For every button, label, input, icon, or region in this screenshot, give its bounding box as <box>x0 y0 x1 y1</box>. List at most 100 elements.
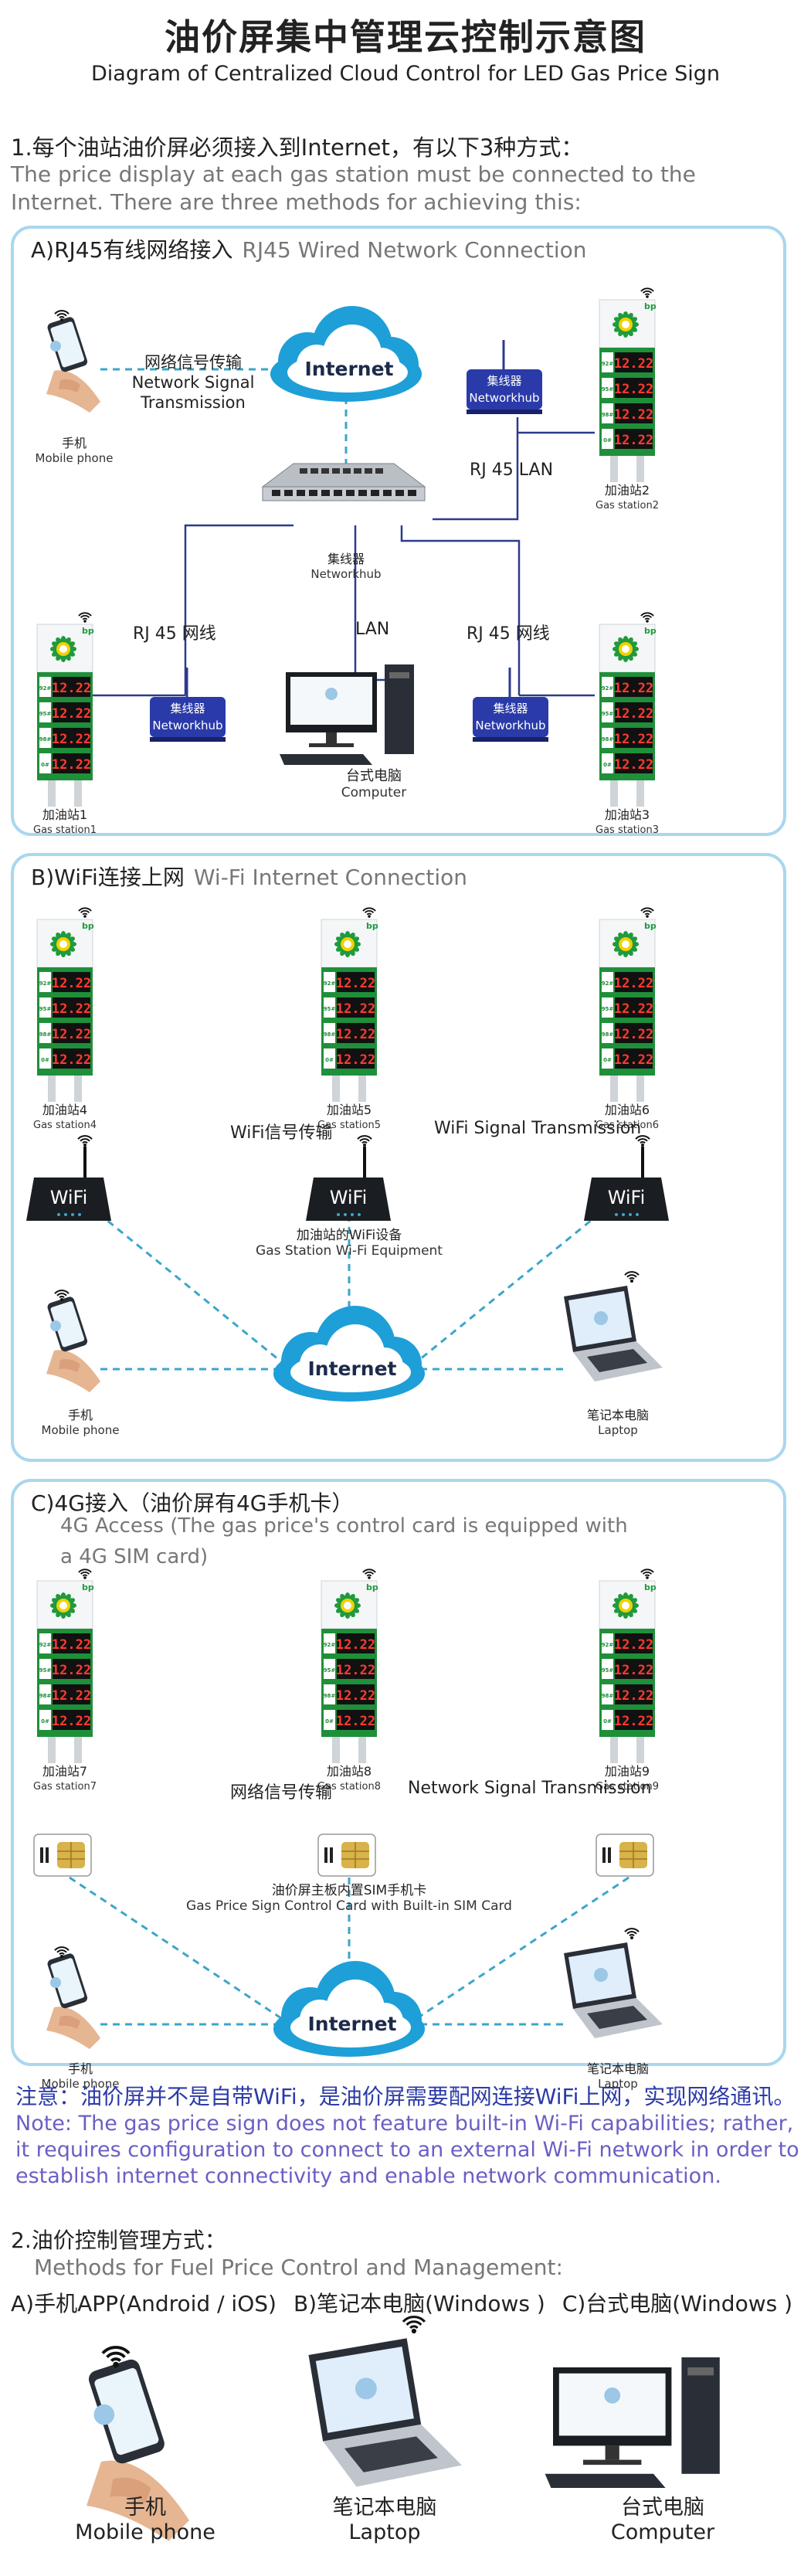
gas-price-sign-3: bp92#12.2295#12.2298#12.220#12.22加油站3Gas… <box>596 612 659 836</box>
rj45-lan-label: RJ 45 LAN <box>470 460 554 480</box>
switch-hub3-cable <box>400 525 521 695</box>
svg-text:bp: bp <box>644 626 657 636</box>
panel-a <box>11 226 786 836</box>
wifi-signal-en-label: WiFi Signal Transmission <box>434 1119 642 1138</box>
wifi-signal-cn-label: WiFi信号传输 <box>230 1123 333 1143</box>
gas-price-sign-4: bp92#12.2295#12.2298#12.220#12.22加油站4Gas… <box>33 907 97 1131</box>
svg-text:12.22: 12.22 <box>614 732 653 747</box>
svg-text:12.22: 12.22 <box>614 356 653 372</box>
svg-text:bp: bp <box>82 921 94 931</box>
svg-text:95#: 95# <box>602 1667 614 1674</box>
note-cn: 注意：油价屏并不是自带WiFi，是油价屏需要配网连接WiFi上网，实现网络通讯。 <box>15 2084 796 2109</box>
svg-text:12.22: 12.22 <box>614 382 653 397</box>
gas-station-name-1: 加油站1 <box>42 807 87 822</box>
wifi-router-icon-5: WiFi <box>306 1135 391 1221</box>
gas-station-name-9: 加油站9 <box>605 1764 650 1779</box>
svg-text:92#: 92# <box>324 980 336 987</box>
gas-station-name-7: 加油站7 <box>42 1764 87 1779</box>
wifi-router-label-6: WiFi <box>608 1187 646 1208</box>
sim-card-icon-9 <box>596 1833 654 1877</box>
internet-label-c: Internet <box>307 2013 396 2035</box>
svg-text:12.22: 12.22 <box>614 407 653 423</box>
svg-text:12.22: 12.22 <box>52 1714 91 1729</box>
gas-station-name-8: 加油站8 <box>327 1764 372 1779</box>
svg-text:12.22: 12.22 <box>52 706 91 722</box>
internet-label-b: Internet <box>307 1358 396 1380</box>
svg-text:12.22: 12.22 <box>52 1663 91 1678</box>
svg-text:12.22: 12.22 <box>52 1637 91 1653</box>
method-a: A)手机APP(Android / iOS) <box>11 2291 277 2316</box>
gas-station-name-3: 加油站3 <box>605 807 650 822</box>
wifi-router-label-4: WiFi <box>50 1187 88 1208</box>
svg-text:0#: 0# <box>325 1718 334 1725</box>
svg-text:95#: 95# <box>324 1667 336 1674</box>
svg-text:98#: 98# <box>602 1031 614 1038</box>
svg-text:0#: 0# <box>603 1057 612 1063</box>
panel-c-title-en-2: a 4G SIM card) <box>60 1545 209 1568</box>
svg-text:12.22: 12.22 <box>336 1663 375 1678</box>
svg-text:12.22: 12.22 <box>614 1714 653 1729</box>
gas-station-en-3: Gas station3 <box>596 824 659 836</box>
sim-card-icon-7 <box>33 1833 92 1877</box>
svg-text:95#: 95# <box>39 1006 52 1012</box>
svg-text:12.22: 12.22 <box>336 1052 375 1068</box>
svg-text:12.22: 12.22 <box>614 1001 653 1017</box>
svg-text:12.22: 12.22 <box>52 1052 91 1068</box>
method-b: B)笔记本电脑(Windows ) <box>293 2291 545 2316</box>
main-switch-icon <box>261 463 426 501</box>
internet-cloud-icon-c: Internet <box>273 1961 425 2057</box>
hub-en-label-2: Networkhub <box>469 391 539 405</box>
sim-card-icon-8 <box>317 1833 376 1877</box>
svg-text:12.22: 12.22 <box>614 433 653 448</box>
gas-station-name-6: 加油站6 <box>605 1103 650 1117</box>
rj45-left-label: RJ 45 网线 <box>133 624 216 644</box>
svg-text:12.22: 12.22 <box>336 1714 375 1729</box>
laptop-icon-b <box>564 1271 663 1381</box>
panel-c-signal-en-label: Network Signal Transmission <box>408 1779 652 1798</box>
svg-text:12.22: 12.22 <box>52 1001 91 1017</box>
svg-text:0#: 0# <box>603 1718 612 1725</box>
svg-text:92#: 92# <box>602 980 614 987</box>
intro-en: The price display at each gas station mu… <box>11 161 696 215</box>
svg-text:12.22: 12.22 <box>614 1637 653 1653</box>
mobile-phone-icon-bottom <box>86 2346 189 2541</box>
svg-text:12.22: 12.22 <box>336 976 375 991</box>
svg-text:12.22: 12.22 <box>52 1027 91 1042</box>
page-subtitle: Diagram of Centralized Cloud Control for… <box>91 62 720 86</box>
hub-en-label-1: Networkhub <box>152 719 222 732</box>
hub-cn-label-1: 集线器 <box>170 702 205 715</box>
mobile-phone-icon-a <box>46 310 100 413</box>
gas-price-sign-8: bp92#12.2295#12.2298#12.220#12.22加油站8Gas… <box>317 1568 381 1793</box>
gas-station-en-9: Gas station9 <box>596 1781 659 1793</box>
svg-text:92#: 92# <box>324 1642 336 1648</box>
svg-text:98#: 98# <box>602 412 614 418</box>
internet-cloud-icon-a: Internet <box>270 306 422 402</box>
gas-price-sign-7: bp92#12.2295#12.2298#12.220#12.22加油站7Gas… <box>33 1568 97 1793</box>
svg-text:0#: 0# <box>603 762 612 768</box>
methods-cn: 2.油价控制管理方式： <box>11 2228 226 2253</box>
svg-text:0#: 0# <box>41 1057 49 1063</box>
lan-label: LAN <box>355 620 390 639</box>
svg-text:12.22: 12.22 <box>614 1663 653 1678</box>
svg-text:12.22: 12.22 <box>336 1688 375 1704</box>
hub-cn-label-2: 集线器 <box>487 374 521 388</box>
svg-text:12.22: 12.22 <box>614 976 653 991</box>
svg-text:98#: 98# <box>324 1031 336 1038</box>
svg-text:12.22: 12.22 <box>336 1027 375 1042</box>
panel-c-title-en-1: 4G Access (The gas price's control card … <box>60 1514 628 1538</box>
svg-text:bp: bp <box>366 921 378 931</box>
svg-text:98#: 98# <box>39 1693 52 1699</box>
networkhub-icon-1: 集线器 Networkhub <box>150 668 226 742</box>
mobile-phone-icon-c <box>46 1946 100 2049</box>
svg-text:92#: 92# <box>602 361 614 367</box>
panel-b <box>11 853 786 1462</box>
svg-text:0#: 0# <box>325 1057 334 1063</box>
panel-c <box>11 1479 786 2066</box>
router4-cloud-link <box>69 1188 291 1371</box>
